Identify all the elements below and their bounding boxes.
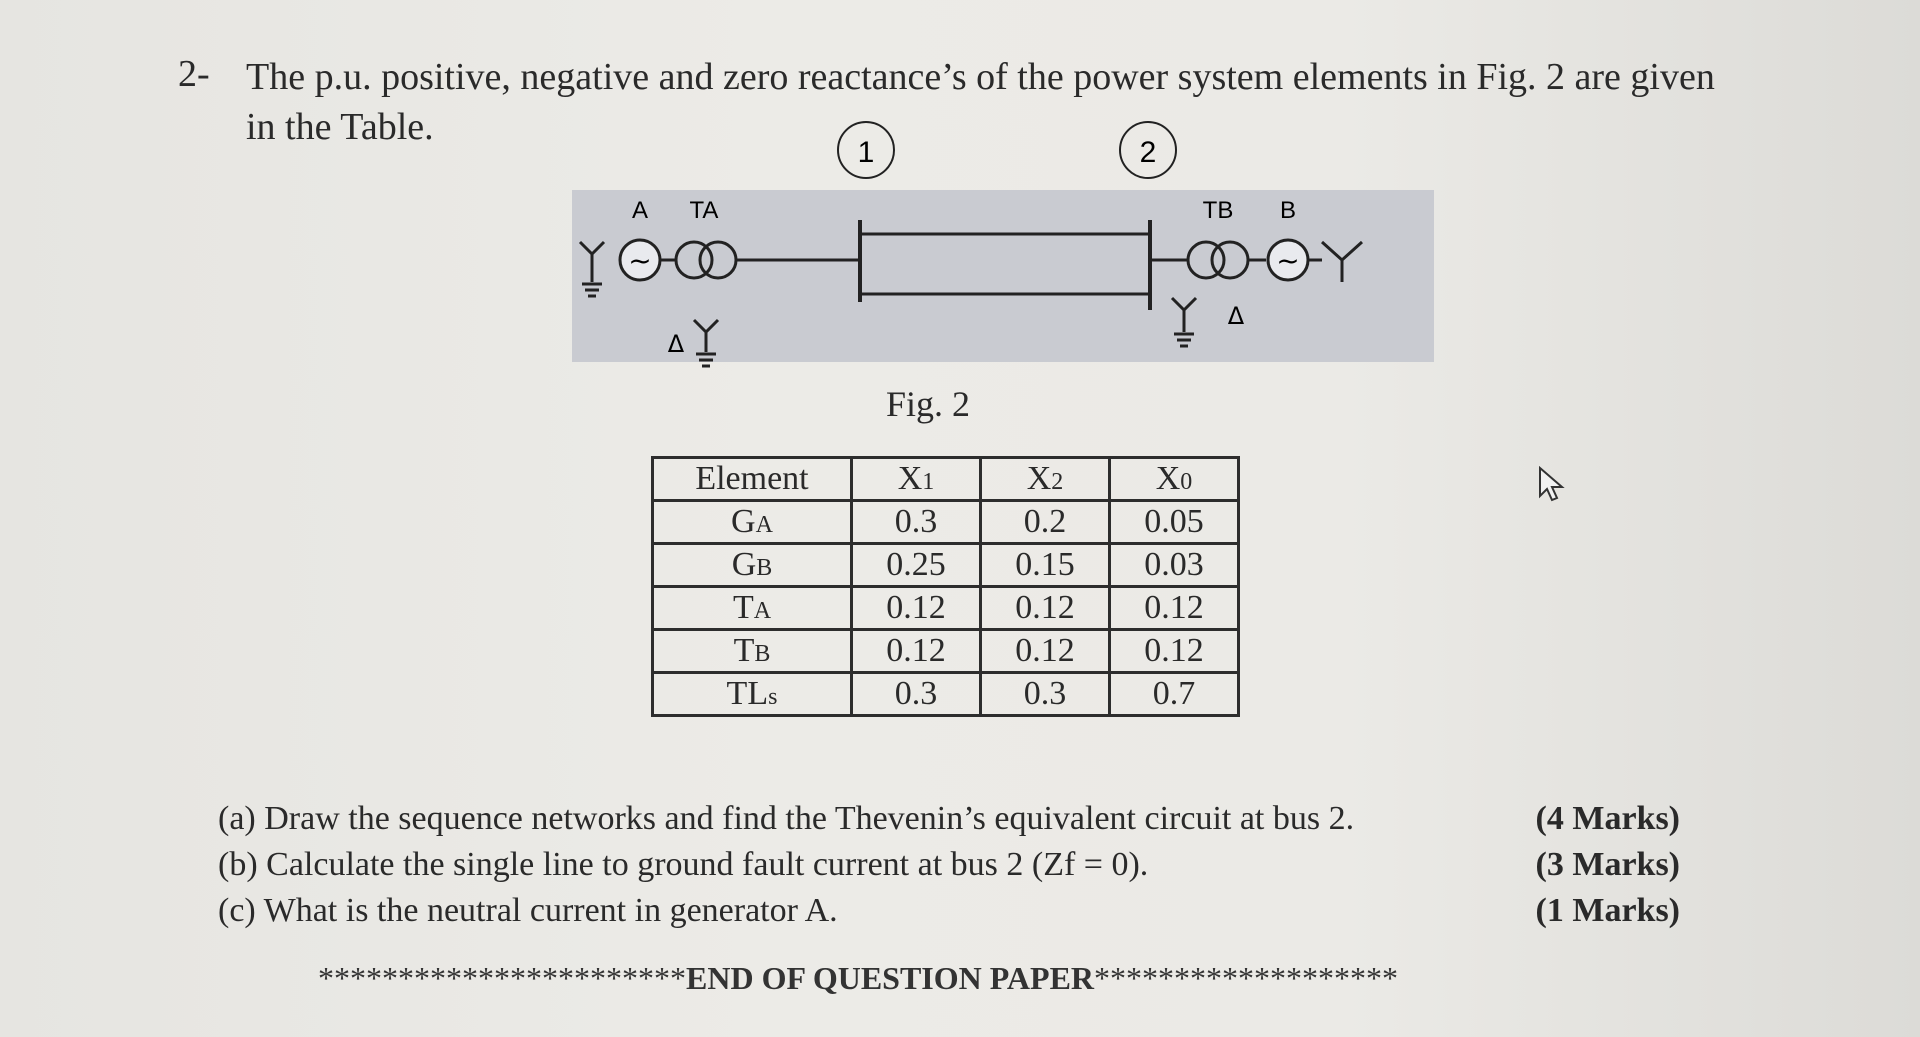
- table-row: TB 0.12 0.12 0.12: [651, 628, 1240, 674]
- element-cell: GB: [651, 542, 853, 588]
- table-row: GA 0.3 0.2 0.05: [651, 499, 1240, 545]
- x2-cell: 0.3: [979, 671, 1111, 717]
- generator-a: ~ A: [618, 197, 662, 282]
- generator-b: ~ B: [1266, 197, 1310, 282]
- header-x1: X1: [850, 456, 982, 502]
- element-cell: TB: [651, 628, 853, 674]
- question-parts: (a) Draw the sequence networks and find …: [218, 796, 1354, 934]
- question-number: 2-: [178, 53, 210, 95]
- tx-a-label: TA: [690, 197, 719, 224]
- bus-1-label: 1: [858, 136, 875, 169]
- header-x0: X0: [1108, 456, 1240, 502]
- x1-cell: 0.3: [850, 671, 982, 717]
- gen-a-source-icon: ~: [628, 244, 651, 277]
- gen-b-label: B: [1280, 197, 1296, 224]
- stars-right: *******************: [1094, 960, 1399, 996]
- single-line-diagram: 1 2 ~ A TA Δ: [572, 121, 1434, 368]
- x0-cell: 0.03: [1108, 542, 1240, 588]
- gen-b-wye-symbol: [1320, 240, 1364, 282]
- part-a-text: (a) Draw the sequence networks and find …: [218, 800, 1355, 837]
- part-b-marks: (3 Marks): [1535, 846, 1680, 883]
- stars-left: ***********************: [318, 960, 686, 996]
- part-c-marks: (1 Marks): [1535, 892, 1680, 929]
- header-x2: X2: [979, 456, 1111, 502]
- figure-caption: Fig. 2: [886, 384, 971, 424]
- x2-cell: 0.15: [979, 542, 1111, 588]
- x0-cell: 0.05: [1108, 499, 1240, 545]
- end-of-paper-banner: ***********************END OF QUESTION P…: [318, 960, 1398, 997]
- header-element: Element: [651, 456, 853, 502]
- reactance-table: Element X1 X2 X0 GA 0.3 0.2 0.05 GB 0.25…: [651, 456, 1240, 717]
- x0-cell: 0.7: [1108, 671, 1240, 717]
- x2-cell: 0.12: [979, 628, 1111, 674]
- table-header-row: Element X1 X2 X0: [651, 456, 1240, 502]
- tx-b-label: TB: [1203, 197, 1234, 224]
- element-cell: GA: [651, 499, 853, 545]
- table-row: GB 0.25 0.15 0.03: [651, 542, 1240, 588]
- x0-cell: 0.12: [1108, 628, 1240, 674]
- end-label: END OF QUESTION PAPER: [686, 960, 1095, 996]
- element-cell: TLs: [651, 671, 853, 717]
- marks-column: (4 Marks) (3 Marks) (1 Marks): [1520, 796, 1680, 934]
- transformer-a: TA Δ: [668, 197, 738, 368]
- gen-a-label: A: [632, 197, 648, 224]
- table-row: TA 0.12 0.12 0.12: [651, 585, 1240, 631]
- x1-cell: 0.12: [850, 628, 982, 674]
- tx-a-delta-label: Δ: [668, 330, 685, 358]
- part-a-marks: (4 Marks): [1535, 800, 1680, 837]
- question-text: The p.u. positive, negative and zero rea…: [246, 56, 1715, 148]
- bus-1-marker: 1: [837, 121, 895, 179]
- x1-cell: 0.25: [850, 542, 982, 588]
- x1-cell: 0.12: [850, 585, 982, 631]
- element-cell: TA: [651, 585, 853, 631]
- part-b-text: (b) Calculate the single line to ground …: [218, 846, 1149, 883]
- x2-cell: 0.12: [979, 585, 1111, 631]
- x2-cell: 0.2: [979, 499, 1111, 545]
- table-row: TLs 0.3 0.3 0.7: [651, 671, 1240, 717]
- mouse-cursor-icon: [1539, 466, 1565, 502]
- part-c-text: (c) What is the neutral current in gener…: [218, 892, 838, 929]
- gen-a-wye-ground-symbol: [578, 240, 606, 298]
- bus-2-marker: 2: [1119, 121, 1177, 179]
- x0-cell: 0.12: [1108, 585, 1240, 631]
- tx-b-delta-label: Δ: [1228, 302, 1245, 330]
- x1-cell: 0.3: [850, 499, 982, 545]
- gen-b-source-icon: ~: [1276, 244, 1299, 277]
- bus-2-label: 2: [1140, 136, 1157, 169]
